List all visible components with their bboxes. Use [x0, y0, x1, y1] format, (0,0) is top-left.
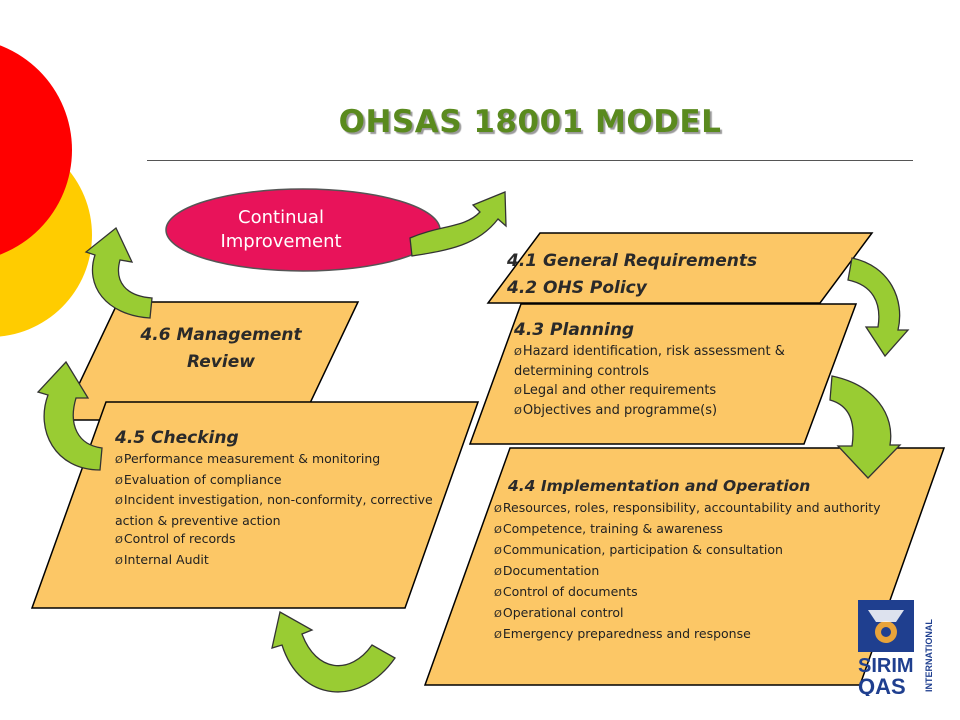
implementation-item: ØOperational control	[494, 605, 624, 620]
checking-item: ØControl of records	[115, 531, 236, 546]
checking-item: ØInternal Audit	[115, 551, 209, 567]
arrow-oval-to-policy	[409, 191, 507, 257]
management-review-label: 4.6 Management Review	[116, 322, 326, 376]
box-general-requirements	[486, 232, 874, 304]
implementation-item: ØCommunication, participation & consulta…	[494, 542, 783, 557]
implementation-content: 4.4 Implementation and Operation ØResour…	[494, 474, 914, 645]
management-review-line1: 4.6 Management	[140, 325, 302, 345]
bullet-icon: Ø	[494, 504, 502, 515]
implementation-item: ØEmergency preparedness and response	[494, 626, 751, 641]
implementation-item: ØControl of documents	[494, 584, 638, 599]
page-title: OHSAS 18001 MODEL	[338, 104, 722, 140]
general-requirements-heading: 4.1 General Requirements	[507, 251, 758, 271]
checking-item: ØIncident investigation, non-conformity,…	[115, 492, 433, 528]
red-circle-decoration	[0, 45, 72, 255]
bullet-icon: Ø	[115, 555, 123, 567]
logo-vertical-text: INTERNATIONAL	[924, 619, 934, 692]
bullet-icon: Ø	[514, 406, 522, 417]
arrow-review-to-improvement	[84, 226, 153, 319]
planning-item: ØHazard identification, risk assessment …	[514, 344, 785, 379]
bullet-icon: Ø	[494, 609, 502, 620]
arrow-implementation-to-checking	[271, 611, 396, 693]
title-divider	[147, 160, 913, 161]
planning-item: ØObjectives and programme(s)	[514, 403, 718, 418]
bullet-icon: Ø	[494, 525, 502, 536]
implementation-item: ØDocumentation	[494, 563, 600, 578]
bullet-icon: Ø	[115, 455, 123, 466]
bullet-icon: Ø	[494, 567, 502, 578]
planning-heading: 4.3 Planning	[514, 320, 635, 340]
implementation-item: ØCompetence, training & awareness	[494, 521, 723, 536]
checking-item: ØEvaluation of compliance	[115, 471, 282, 487]
sirim-qas-logo: SIRIM QAS INTERNATIONAL	[858, 600, 934, 696]
bullet-icon: Ø	[494, 630, 502, 641]
continual-improvement-label: Continual Improvement	[196, 206, 366, 254]
bullet-icon: Ø	[115, 475, 123, 487]
arrow-planning-to-implementation	[829, 375, 902, 479]
implementation-item: ØResources, roles, responsibility, accou…	[494, 500, 881, 515]
planning-content: 4.3 Planning ØHazard identification, ris…	[514, 318, 834, 421]
box-checking	[30, 401, 480, 609]
management-review-line2: Review	[187, 352, 255, 372]
bullet-icon: Ø	[514, 347, 522, 358]
arrow-policy-to-planning	[847, 257, 910, 358]
bullet-icon: Ø	[115, 496, 123, 507]
checking-content: 4.5 Checking ØPerformance measurement & …	[115, 426, 445, 571]
general-requirements-label: 4.1 General Requirements 4.2 OHS Policy	[507, 248, 757, 302]
bullet-icon: Ø	[514, 386, 522, 397]
box-implementation	[423, 447, 946, 686]
arrow-checking-to-review	[36, 360, 103, 471]
implementation-heading: 4.4 Implementation and Operation	[508, 477, 811, 495]
continual-improvement-line1: Continual	[238, 207, 324, 228]
checking-item: ØPerformance measurement & monitoring	[115, 451, 381, 466]
logo-subname: QAS	[858, 674, 906, 696]
bullet-icon: Ø	[494, 588, 502, 599]
logo-name: SIRIM	[858, 655, 914, 677]
box-planning	[468, 303, 858, 445]
checking-heading: 4.5 Checking	[115, 428, 239, 448]
bullet-icon: Ø	[494, 546, 502, 557]
continual-improvement-line2: Improvement	[220, 231, 342, 252]
ohs-policy-heading: 4.2 OHS Policy	[507, 278, 647, 298]
planning-item: ØLegal and other requirements	[514, 383, 717, 398]
bullet-icon: Ø	[115, 535, 123, 546]
